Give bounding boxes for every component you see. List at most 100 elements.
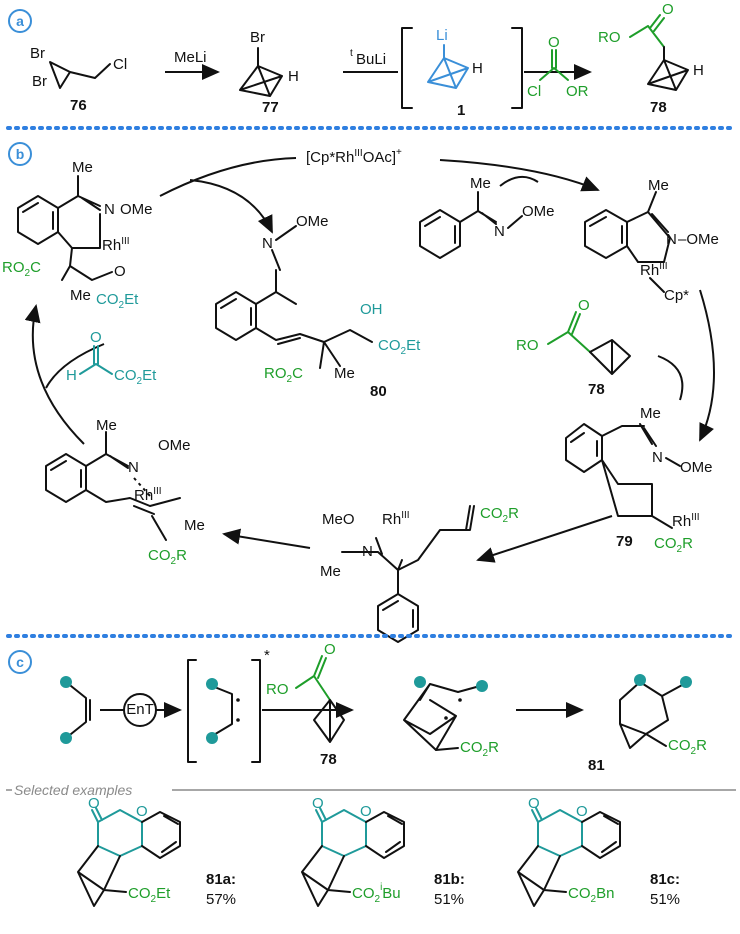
atom-br: Br [32,73,47,90]
ester-group: CO2R [480,505,519,525]
atom-or: OR [566,83,589,100]
atom-o: O [312,795,324,812]
atom-o: O [324,641,336,658]
compound-number: 1 [457,102,465,119]
cycle-arrow [159,157,297,197]
atom-ome: –OMe [678,231,719,248]
radical-intermediate: CO2R [403,676,499,759]
compound-78-b: RO O 78 [516,297,631,398]
alkene-substrate [60,676,91,744]
selected-examples-label: Selected examples [14,782,132,798]
compound-number: 77 [262,99,279,116]
atom-o: O [578,297,590,314]
ester-group: CO2Et [378,337,421,357]
atom-ro: RO [598,29,621,46]
ester-group: CO2iBu [352,882,401,905]
compound-number: 78 [588,381,605,398]
reagent-label: BuLi [356,51,386,68]
compound-80: N OMe OH CO2Et RO2C Me 80 [215,213,421,400]
example-81c: O O CO2Bn 81c: 51% [517,795,680,908]
example-label: 81b: [434,871,465,888]
ethyl-glyoxylate: H O CO2Et [66,329,157,387]
atom-rh: RhIII [640,261,668,279]
cycle-arrow [45,343,105,389]
example-yield: 57% [206,891,236,908]
cycle-arrow [189,179,273,234]
atom-o: O [136,803,148,820]
atom-o: O [114,263,126,280]
atom-me: Me [470,175,491,192]
ester-group: RO2C [264,365,303,385]
atom-n: N [104,201,115,218]
atom-ro: RO [266,681,289,698]
panel-c-badge [8,650,32,674]
atom-ome: OMe [296,213,329,230]
atom-me: Me [334,365,355,382]
reagent-superscript: t [350,48,353,59]
atom-li: Li [436,27,448,44]
compound-76: Br Br Cl 76 [30,45,127,114]
compound-number: 81 [588,757,605,774]
example-label: 81a: [206,871,236,888]
atom-cl: Cl [113,56,127,73]
atom-me: Me [320,563,341,580]
atom-ome: OMe [680,459,713,476]
atom-o: O [88,795,100,812]
atom-n: N [494,223,505,240]
atom-rh: RhIII [134,486,162,504]
atom-o: O [662,1,674,18]
cycle-arrow [439,159,600,192]
ent-catalyst-circle [123,693,157,727]
atom-me: Me [70,287,91,304]
atom-o: O [528,795,540,812]
atom-oh: OH [360,301,383,318]
reagent-label: MeLi [174,49,207,66]
atom-n: N [128,459,139,476]
panel-c-label: c [16,654,24,670]
ester-group: CO2R [654,535,693,555]
compound-number: 78 [650,99,667,116]
compound-81: CO2R 81 [588,674,707,774]
compound-1: Li H 1 [427,27,483,119]
panel-a-label: a [16,13,24,29]
atom-n: N [652,449,663,466]
panel-c: c EnT * RO O 78 [6,641,736,908]
ester-group: CO2R [460,739,499,759]
ester-group: RO2C [2,259,41,279]
atom-o: O [360,803,372,820]
compound-number: 76 [70,97,87,114]
ester-group: CO2Et [114,367,157,387]
atom-meo: MeO [322,511,355,528]
compound-77: Br H 77 [239,29,299,116]
bracket [401,27,523,109]
atom-ro: RO [516,337,539,354]
excited-state-star: * [264,647,270,664]
bracket [187,659,261,763]
ester-group: CO2Bn [568,885,614,905]
atom-h: H [288,68,299,85]
atom-n: N [362,543,373,560]
atom-ome: OMe [120,201,153,218]
diene-rhodium: Me N OMe RhIII Me CO2R [45,417,205,567]
atom-h: H [693,62,704,79]
transition-state: Me N OMe RhIII RO2C Me O CO2Et [2,159,153,311]
compound-79: Me N OMe RhIII CO2R 79 [565,405,713,555]
cycle-arrow [657,355,684,401]
atom-o: O [90,329,102,346]
cycle-arrow [24,304,85,445]
ester-group: CO2Et [96,291,139,311]
atom-o: O [548,34,560,51]
ent-label: EnT [126,701,154,718]
atom-rh: RhIII [672,512,700,530]
cycle-arrow [476,515,613,563]
atom-n: N [262,235,273,252]
example-label: 81c: [650,871,680,888]
atom-br: Br [30,45,45,62]
ester-group: CO2R [148,547,187,567]
atom-o: O [576,803,588,820]
example-yield: 51% [650,891,680,908]
atom-n: N [666,231,677,248]
panel-b: b [Cp*RhIIIOAc]+ Me N OMe Me N –OMe RhII… [2,142,719,643]
atom-me: Me [184,517,205,534]
